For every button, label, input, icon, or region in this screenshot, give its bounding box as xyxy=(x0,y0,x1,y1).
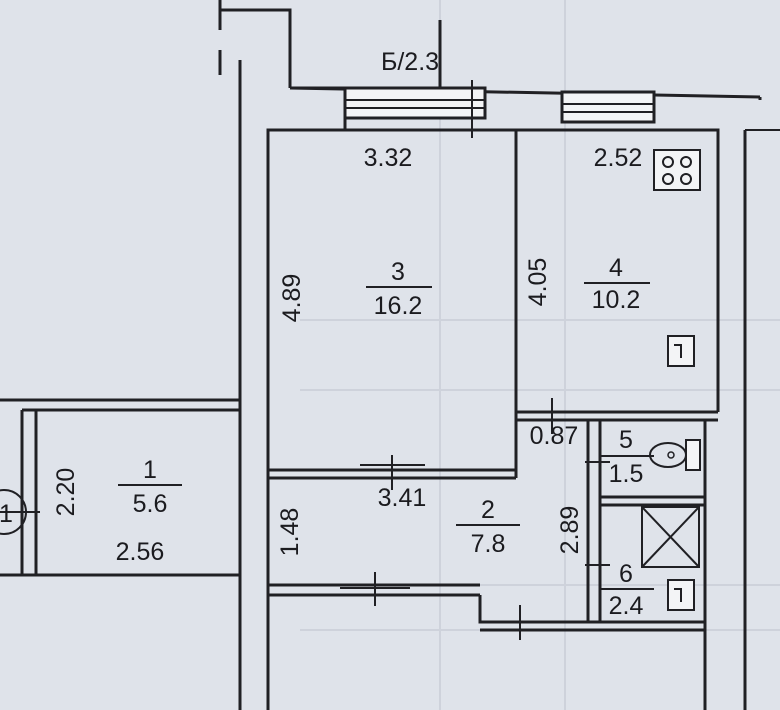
room-3-number: 3 xyxy=(391,258,405,286)
door-marks xyxy=(340,398,610,640)
dim-room3-height: 4.89 xyxy=(278,274,306,323)
room-3-area: 16.2 xyxy=(374,292,423,320)
dim-bath-width: 0.87 xyxy=(530,422,579,450)
room-6-area: 2.4 xyxy=(609,592,644,620)
room-4-area: 10.2 xyxy=(592,286,641,314)
room-6-number: 6 xyxy=(619,560,633,588)
room-5-area: 1.5 xyxy=(609,460,644,488)
room-1-area: 5.6 xyxy=(133,490,168,518)
dim-corridor-height: 1.48 xyxy=(276,508,304,557)
sink-icon xyxy=(667,335,695,367)
section-marker-label: 1 xyxy=(0,500,13,528)
washbasin-icon xyxy=(667,579,695,611)
dim-room1-width: 2.56 xyxy=(116,538,165,566)
dim-bath-height: 2.89 xyxy=(556,506,584,555)
dim-room3-width: 3.32 xyxy=(364,144,413,172)
section-marker: 1 xyxy=(0,489,40,535)
stove-icon xyxy=(653,149,701,191)
room-5-number: 5 xyxy=(619,426,633,454)
dim-corridor-width: 3.41 xyxy=(378,484,427,512)
toilet-icon xyxy=(649,439,701,471)
room-2-area: 7.8 xyxy=(471,530,506,558)
room-1-number: 1 xyxy=(143,456,157,484)
room-4-number: 4 xyxy=(609,254,623,282)
balcony-label: Б/2.3 xyxy=(381,48,439,76)
dim-room4-width: 2.52 xyxy=(594,144,643,172)
dim-room1-height: 2.20 xyxy=(52,468,80,517)
shower-icon xyxy=(641,506,700,568)
dim-room4-height: 4.05 xyxy=(524,258,552,307)
room-2-number: 2 xyxy=(481,496,495,524)
